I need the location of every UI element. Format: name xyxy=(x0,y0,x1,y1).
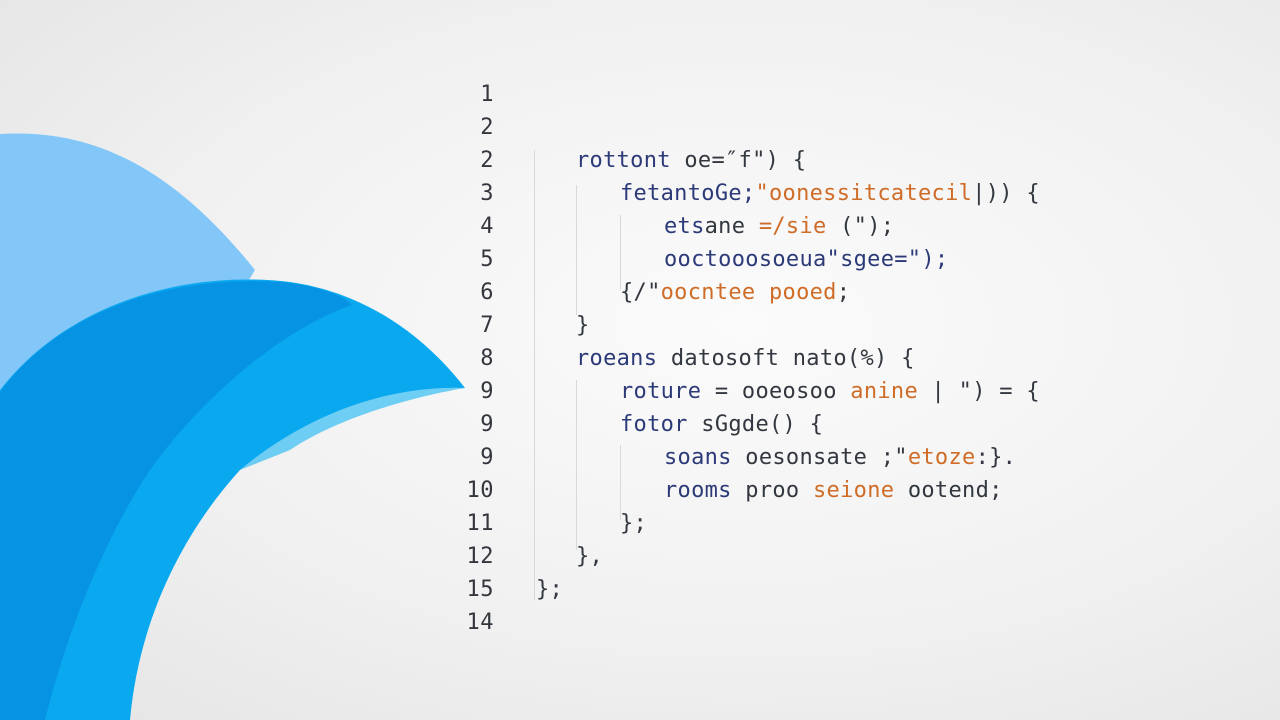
code-line: roture = ooeosoo anine | ") = { xyxy=(620,376,1040,408)
line-number: 15 xyxy=(466,577,494,602)
code-keyword: roeans xyxy=(576,346,671,371)
code-text: ane xyxy=(704,214,759,239)
wave-dark xyxy=(0,281,352,720)
code-line: }; xyxy=(620,508,647,540)
code-line: ooctooosoeua"sgee="); xyxy=(664,244,948,276)
code-line: }; xyxy=(536,574,563,606)
code-text: oesonsate xyxy=(745,445,881,470)
code-line: rottont oe=″f") { xyxy=(576,145,806,177)
code-keyword: ets xyxy=(664,214,705,239)
line-number: 3 xyxy=(480,181,494,206)
line-number: 11 xyxy=(466,511,494,536)
line-number: 7 xyxy=(480,313,494,338)
line-number: 14 xyxy=(466,610,494,635)
code-line: }, xyxy=(576,541,603,573)
code-text: ;" xyxy=(880,445,908,470)
line-number: 2 xyxy=(480,148,494,173)
code-text: ; xyxy=(836,280,851,305)
code-text: ootend; xyxy=(894,478,1003,503)
code-keyword: rooms xyxy=(664,478,746,503)
code-line: } xyxy=(576,310,590,342)
line-number: 1 xyxy=(480,82,494,107)
line-number: 4 xyxy=(480,214,494,239)
indent-guide xyxy=(620,215,621,290)
line-number: 10 xyxy=(466,478,494,503)
line-number: 8 xyxy=(480,346,494,371)
line-number: 2 xyxy=(480,115,494,140)
code-line: etsane =/sie ("); xyxy=(664,211,894,243)
code-string: oocntee pooed xyxy=(660,280,837,305)
code-text: }; xyxy=(620,511,648,536)
code-line: {/"oocntee pooed; xyxy=(620,277,850,309)
code-text: }, xyxy=(576,544,604,569)
code-string: "oonessitcatecil xyxy=(755,181,973,206)
code-text: datosoft nato(%) { xyxy=(670,346,915,371)
code-line: rooms proo seione ootend; xyxy=(664,475,1003,507)
code-text: | ") = { xyxy=(918,379,1040,404)
code-string: anine xyxy=(850,379,919,404)
code-text: :}. xyxy=(975,445,1017,470)
indent-guide xyxy=(534,150,535,600)
line-number: 9 xyxy=(480,379,494,404)
code-line: fotor sGgde() { xyxy=(620,409,823,441)
code-text: proo xyxy=(745,478,814,503)
code-string: seione xyxy=(813,478,895,503)
line-number: 6 xyxy=(480,280,494,305)
code-keyword: roture xyxy=(620,379,715,404)
code-text: {/" xyxy=(620,280,661,305)
line-number: 9 xyxy=(480,445,494,470)
code-keyword: soans xyxy=(664,445,746,470)
code-text: sGgde() { xyxy=(701,412,824,437)
indent-guide xyxy=(576,185,577,315)
code-keyword: ooctooosoeua"sgee="); xyxy=(664,247,949,272)
code-keyword: rottont xyxy=(576,148,685,173)
line-number: 12 xyxy=(466,544,494,569)
code-text: } xyxy=(576,313,590,338)
code-text: oe=″f") { xyxy=(684,148,807,173)
code-text: }; xyxy=(536,577,564,602)
line-number: 5 xyxy=(480,247,494,272)
code-string: =/sie xyxy=(758,214,827,239)
code-text: |)) { xyxy=(972,181,1040,206)
indent-guide xyxy=(576,380,577,550)
code-string: etoze xyxy=(907,445,976,470)
code-text: = ooeosoo xyxy=(714,379,851,404)
code-line: roeans datosoft nato(%) { xyxy=(576,343,915,375)
code-line: fetantoGe;"oonessitcatecil|)) { xyxy=(620,178,1040,210)
indent-guide xyxy=(620,445,621,520)
line-number: 9 xyxy=(480,412,494,437)
code-keyword: fotor xyxy=(620,412,702,437)
code-keyword: fetantoGe; xyxy=(620,181,756,206)
code-text: ("); xyxy=(826,214,895,239)
code-line: soans oesonsate ;"etoze:}. xyxy=(664,442,1016,474)
